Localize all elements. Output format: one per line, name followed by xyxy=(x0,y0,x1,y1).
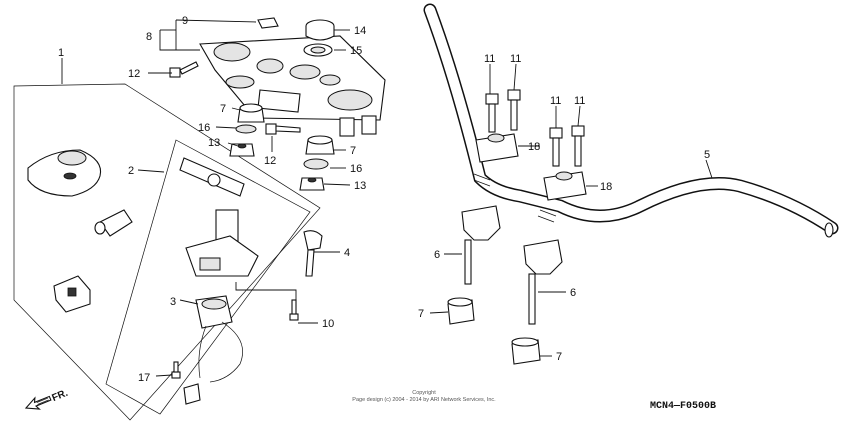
lower-holder-6-left xyxy=(461,205,501,285)
callout-4: 4 xyxy=(344,247,350,259)
callout-12-mid: 12 xyxy=(264,155,276,167)
cushion-7-right xyxy=(511,337,541,365)
top-bridge xyxy=(199,35,386,137)
screw-10 xyxy=(289,299,299,321)
knurl-left xyxy=(473,173,491,187)
ignition-switch-frame xyxy=(105,139,311,415)
callout-18-right: 18 xyxy=(600,181,612,193)
callout-labels: 1 2 3 4 5 6 6 7 7 7 7 8 9 10 11 11 11 11… xyxy=(58,15,710,384)
shutter-part xyxy=(94,209,133,237)
copyright-line-1: Copyright xyxy=(412,390,436,396)
callout-7-bar-left: 7 xyxy=(418,308,424,320)
callout-15: 15 xyxy=(350,45,362,57)
rubber-7-right xyxy=(305,135,335,155)
bolt-12-top xyxy=(169,61,199,78)
callout-11-d: 11 xyxy=(574,95,585,107)
nut-13-right xyxy=(299,177,325,191)
callout-14: 14 xyxy=(354,25,366,37)
washer-16-right xyxy=(303,158,329,170)
key-part xyxy=(303,230,323,277)
copyright-line-2: Page design (c) 2004 - 2014 by ARI Netwo… xyxy=(352,397,496,403)
screw-17 xyxy=(171,361,181,379)
callout-7-bridge-right: 7 xyxy=(350,145,356,157)
nut-13-left xyxy=(229,143,255,157)
knurl-right xyxy=(537,209,557,223)
callout-6-left: 6 xyxy=(434,249,440,261)
callout-2: 2 xyxy=(128,165,134,177)
callout-10: 10 xyxy=(322,318,334,330)
callout-16-right: 16 xyxy=(350,163,362,175)
callout-11-c: 11 xyxy=(550,95,561,107)
callout-13-left: 13 xyxy=(208,137,220,149)
emblem-part xyxy=(257,17,279,29)
bolt-11-d xyxy=(571,125,585,167)
callout-7-bar-right: 7 xyxy=(556,351,562,363)
callout-7-bridge-left: 7 xyxy=(220,103,226,115)
bracket-part xyxy=(53,275,91,313)
lower-holder-6-right xyxy=(523,239,563,325)
key-plate-part xyxy=(179,157,245,197)
upper-holder-18-left xyxy=(475,133,519,163)
front-direction-arrow: FR. xyxy=(24,388,70,410)
callout-9: 9 xyxy=(182,15,188,27)
callout-16-left: 16 xyxy=(198,122,210,134)
bolt-11-b xyxy=(507,89,521,131)
callout-17: 17 xyxy=(138,372,150,384)
cushion-7-left xyxy=(447,297,475,325)
key-cover-part xyxy=(27,149,102,197)
callout-5: 5 xyxy=(704,149,710,161)
washer-16-left xyxy=(235,124,257,134)
bolt-11-a xyxy=(485,93,499,133)
cap-part xyxy=(305,19,335,41)
callout-8: 8 xyxy=(146,31,152,43)
handlebar-end xyxy=(824,222,834,238)
callout-13-right: 13 xyxy=(354,180,366,192)
bolt-11-c xyxy=(549,127,563,167)
upper-holder-18-right xyxy=(543,171,587,201)
bolt-12-mid xyxy=(265,123,301,135)
diagram-code: MCN4—F0500B xyxy=(650,401,716,412)
callout-18-left: 18 xyxy=(528,141,540,153)
callout-6-right: 6 xyxy=(570,287,576,299)
leader-lines xyxy=(61,19,713,377)
washer-part xyxy=(303,43,333,57)
callout-12-top: 12 xyxy=(128,68,140,80)
callout-1: 1 xyxy=(58,47,64,59)
rubber-7-left xyxy=(237,103,265,123)
ignition-switch-body xyxy=(185,209,259,277)
callout-11-b: 11 xyxy=(510,53,521,65)
callout-11-a: 11 xyxy=(484,53,495,65)
callout-3: 3 xyxy=(170,296,176,308)
front-label: FR. xyxy=(50,388,69,404)
switch-unit-3 xyxy=(183,295,243,405)
